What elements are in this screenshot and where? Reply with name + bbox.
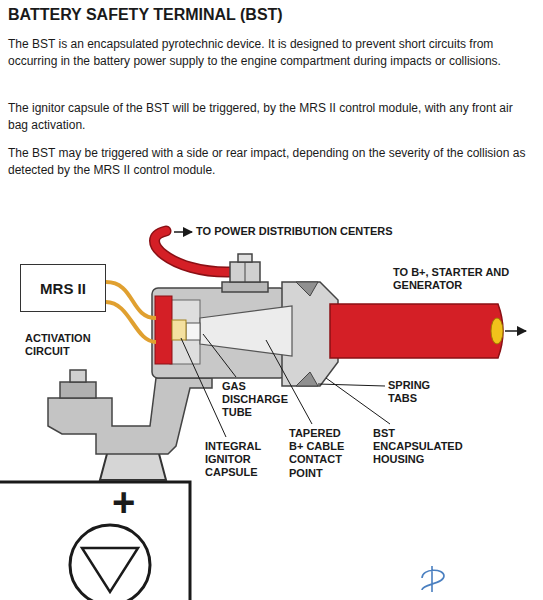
activation-wire — [106, 282, 156, 318]
leader-line — [318, 384, 385, 386]
terminal-stud — [238, 254, 252, 262]
spring-tab — [296, 282, 318, 296]
leader-line — [181, 338, 226, 437]
direction-arrow — [505, 330, 526, 332]
part-label: TAPERED B+ CABLE CONTACT POINT — [289, 427, 357, 480]
cable-core — [491, 318, 503, 344]
gas-discharge-tube — [186, 323, 200, 340]
module-name: MRS II — [40, 280, 86, 297]
part-label: GAS DISCHARGE TUBE — [222, 380, 290, 420]
clamp-bolt — [70, 370, 86, 382]
logo-mark — [422, 566, 444, 592]
ignitor-capsule — [172, 320, 186, 340]
power-cable — [155, 231, 232, 272]
part-label: INTEGRAL IGNITOR CAPSULE — [205, 440, 275, 480]
power-cable — [155, 231, 232, 272]
body-paragraph: The ignitor capsule of the BST will be t… — [8, 100, 535, 135]
page-title: BATTERY SAFETY TERMINAL (BST) — [8, 6, 283, 24]
terminal-nut — [245, 262, 246, 282]
leader-line — [203, 334, 236, 377]
washer — [222, 282, 268, 292]
clamp-nut — [60, 382, 96, 398]
direction-arrow — [174, 231, 192, 233]
part-label: ACTIVATION CIRCUIT — [25, 332, 105, 358]
activation-wire — [106, 302, 156, 342]
housing-chamber — [170, 300, 200, 364]
control-module-box: MRS II — [20, 264, 106, 312]
polarity-symbol: + — [112, 482, 152, 522]
battery-symbol — [82, 548, 138, 592]
battery-symbol — [70, 525, 150, 600]
part-label: BST ENCAPSULATED HOUSING — [373, 427, 477, 467]
terminal-bracket — [48, 378, 212, 454]
b-plus-cable — [330, 304, 503, 358]
ignitor-body — [155, 296, 172, 364]
leader-line — [266, 340, 312, 424]
part-label: TO POWER DISTRIBUTION CENTERS — [196, 225, 393, 238]
spring-tab — [296, 372, 318, 386]
terminal-nut — [230, 262, 260, 282]
battery-case — [0, 482, 190, 600]
body-paragraph: The BST may be triggered with a side or … — [8, 145, 535, 180]
part-label: SPRING TABS — [388, 379, 444, 405]
body-paragraph: The BST is an encapsulated pyrotechnic d… — [8, 36, 535, 71]
part-label: TO B+, STARTER AND GENERATOR — [393, 266, 521, 292]
